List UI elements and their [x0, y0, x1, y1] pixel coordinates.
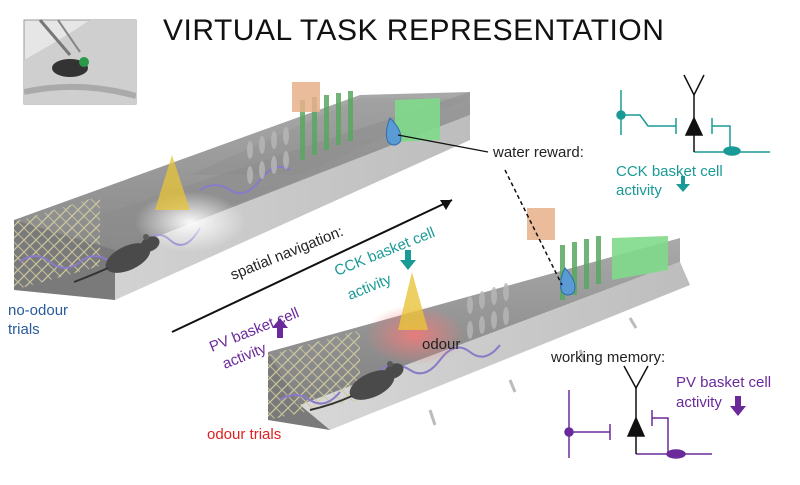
mouse-icon — [73, 234, 160, 283]
arrow-down-icon — [730, 396, 746, 416]
no-odour-label-line1: no-odour — [8, 302, 69, 319]
spatial-navigation-arrow — [171, 199, 453, 333]
track-no-odour — [14, 82, 470, 300]
cone-cue-icon — [398, 272, 428, 330]
inset-photo — [23, 19, 137, 105]
pv-bottom-label-line2: activity — [676, 394, 722, 411]
odour-trials-label: odour trials — [207, 426, 282, 443]
working-memory-label: working memory: — [551, 349, 666, 366]
arrow-up-icon — [676, 176, 690, 192]
neuron-icon — [616, 90, 770, 156]
cck-top-label-line2: activity — [616, 182, 662, 199]
mouse-icon — [309, 361, 404, 411]
odour-label: odour — [422, 336, 461, 353]
page-title: VIRTUAL TASK REPRESENTATION — [163, 14, 665, 47]
water-drop-icon — [560, 267, 576, 296]
track-odour — [268, 208, 690, 430]
neuron-icon — [683, 74, 705, 152]
cone-cue-icon — [155, 155, 190, 210]
arrow-up-icon — [272, 318, 288, 338]
pv-bottom-label-line1: PV basket cell — [676, 374, 772, 391]
no-odour-label-line2: trials — [8, 321, 40, 338]
neuron-icon — [564, 390, 712, 459]
cck-top-label-line1: CCK basket cell — [616, 163, 723, 180]
water-reward-label: water reward: — [493, 144, 584, 161]
arrow-down-icon — [400, 250, 416, 270]
neuron-icon — [623, 365, 649, 454]
water-drop-icon — [385, 117, 402, 146]
